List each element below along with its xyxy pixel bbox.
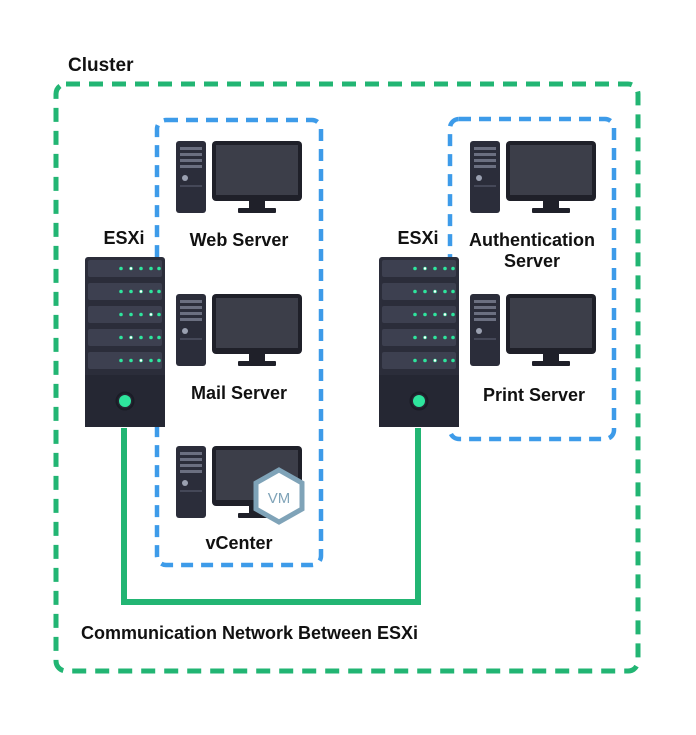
host-label: ESXi [103, 228, 144, 248]
vm-label: vCenter [205, 533, 272, 553]
vm-label-line2: Server [504, 251, 560, 271]
desktop-computer-icon [176, 141, 302, 213]
vm-label: Mail Server [191, 383, 287, 403]
vm-label: Authentication [469, 230, 595, 250]
desktop-computer-icon [470, 294, 596, 366]
vm-print-server: Print Server [470, 294, 596, 405]
desktop-computer-icon [176, 294, 302, 366]
vm-vcenter: VM vCenter [176, 446, 305, 553]
vm-badge-text: VM [268, 490, 291, 507]
host-label: ESXi [397, 228, 438, 248]
rack-server-icon [84, 256, 166, 428]
rack-server-icon [378, 256, 460, 428]
esxi-host-1: ESXi [84, 228, 166, 428]
vm-label: Print Server [483, 385, 585, 405]
network-label: Communication Network Between ESXi [81, 623, 418, 643]
vm-authentication-server: Authentication Server [469, 141, 596, 271]
vm-hexagon-icon: VM [253, 467, 305, 525]
cluster-label: Cluster [68, 55, 134, 76]
network-link [121, 428, 421, 605]
vm-web-server: Web Server [176, 141, 302, 250]
vm-mail-server: Mail Server [176, 294, 302, 403]
esxi-host-2: ESXi [378, 228, 460, 428]
desktop-computer-icon [470, 141, 596, 213]
vm-label: Web Server [190, 230, 289, 250]
cluster-boundary [53, 81, 641, 674]
